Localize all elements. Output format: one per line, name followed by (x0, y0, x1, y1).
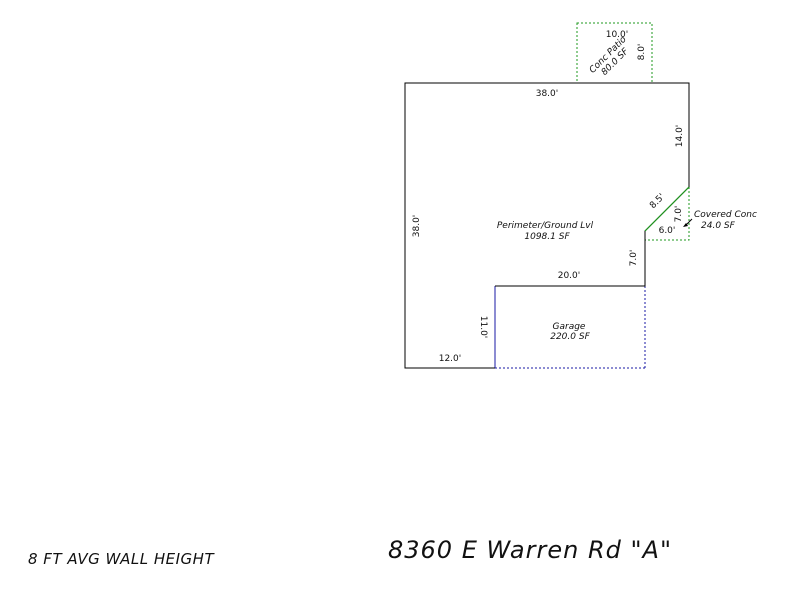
dim-covered-vertical: 7.0' (674, 206, 684, 223)
covered-area: 24.0 SF (701, 221, 736, 231)
dim-left: 38.0' (412, 215, 422, 238)
wall-height-caption: 8 FT AVG WALL HEIGHT (28, 550, 215, 568)
perimeter-outline (404, 82, 690, 369)
garage-name: Garage (553, 322, 586, 332)
covered-name: Covered Conc (694, 210, 757, 220)
covered-conc-outline (645, 187, 690, 241)
garage-area: 220.0 SF (550, 332, 590, 342)
dim-garage-top: 20.0' (558, 271, 581, 281)
dim-covered-horizontal: 6.0' (659, 226, 676, 236)
dim-patio-depth: 8.0' (637, 44, 647, 61)
covered-arrow-line (685, 218, 693, 226)
dim-right-lower: 7.0' (629, 250, 639, 267)
covered-arrow-head (683, 223, 688, 227)
perimeter-name: Perimeter/Ground Lvl (497, 221, 594, 231)
dim-diagonal: 8.5' (648, 192, 667, 211)
dim-right-upper: 14.0' (675, 125, 685, 148)
address-caption: 8360 E Warren Rd "A" (388, 536, 672, 564)
patio-label: Conc Patio 80.0 SF (588, 34, 632, 77)
perimeter-area: 1098.1 SF (524, 232, 570, 242)
dim-bottom-left: 12.0' (439, 354, 462, 364)
diagonal-edge (644, 186, 690, 232)
dim-top: 38.0' (536, 89, 559, 99)
dim-garage-left: 11.0' (478, 316, 488, 339)
dim-patio-width: 10.0' (606, 30, 629, 40)
